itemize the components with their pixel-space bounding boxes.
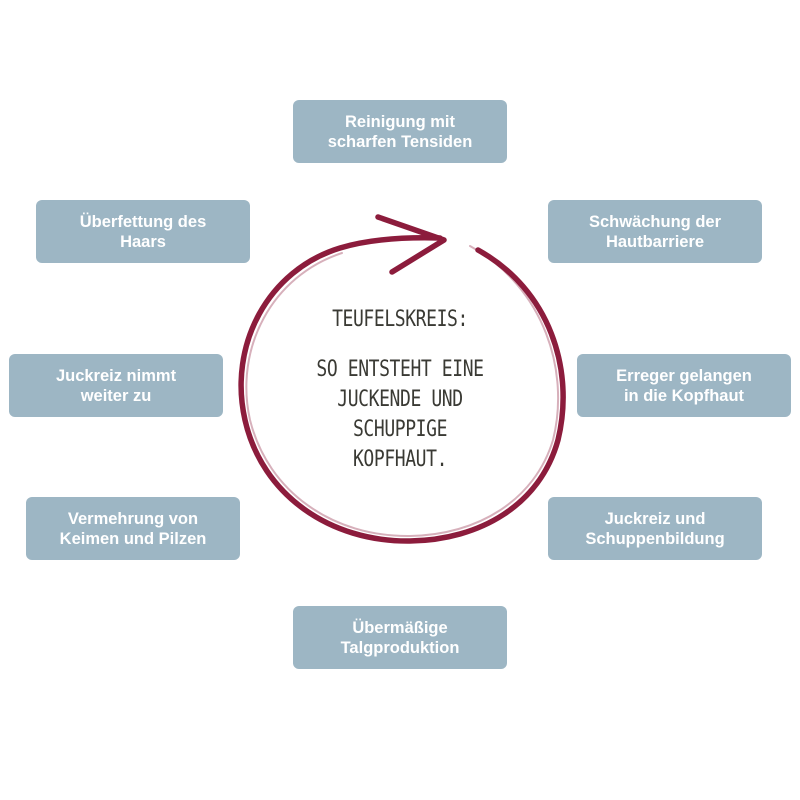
cycle-circle-arc: [238, 235, 566, 544]
step-label: Erreger gelangen: [616, 366, 752, 385]
step-label: in die Kopfhaut: [623, 386, 745, 405]
step-label: Haars: [120, 232, 166, 251]
step-label: Hautbarriere: [605, 232, 705, 251]
step-label: Überfettung des: [79, 212, 207, 231]
step-box-pathogens-enter: Erreger gelangen in die Kopfhaut: [577, 354, 791, 417]
step-label: Keimen und Pilzen: [59, 529, 207, 548]
step-label: Übermäßige: [352, 618, 448, 637]
step-label: Juckreiz und: [604, 509, 706, 528]
step-box-germ-growth: Vermehrung von Keimen und Pilzen: [26, 497, 240, 560]
step-box-barrier-weakening: Schwächung der Hautbarriere: [548, 200, 762, 263]
center-title: TEUFELSKREIS:: [332, 307, 468, 332]
center-line: KOPFHAUT.: [352, 447, 448, 472]
step-label: scharfen Tensiden: [327, 132, 473, 151]
step-label: Reinigung mit: [345, 112, 455, 131]
step-label: Vermehrung von: [67, 509, 199, 528]
step-box-greasy-hair: Überfettung des Haars: [36, 200, 250, 263]
step-label: weiter zu: [80, 386, 152, 405]
center-caption: TEUFELSKREIS: SO ENTSTEHT EINE JUCKENDE …: [310, 305, 490, 475]
step-label: Schuppenbildung: [585, 529, 725, 548]
step-label: Schwächung der: [588, 212, 722, 231]
step-box-itch-increases: Juckreiz nimmt weiter zu: [9, 354, 223, 417]
step-label: Talgproduktion: [340, 638, 460, 657]
step-box-itch-dandruff: Juckreiz und Schuppenbildung: [548, 497, 762, 560]
center-line: JUCKENDE UND: [337, 387, 463, 412]
center-line: SO ENTSTEHT EINE: [316, 357, 484, 382]
center-body: SO ENTSTEHT EINE JUCKENDE UND SCHUPPIGE …: [310, 355, 490, 475]
step-box-cleansing: Reinigung mit scharfen Tensiden: [293, 100, 507, 163]
step-label: Juckreiz nimmt: [55, 366, 177, 385]
center-line: SCHUPPIGE: [352, 417, 448, 442]
step-box-sebum-production: Übermäßige Talgproduktion: [293, 606, 507, 669]
cycle-arrowhead: [375, 214, 447, 275]
cycle-circle-brush: [245, 245, 560, 538]
